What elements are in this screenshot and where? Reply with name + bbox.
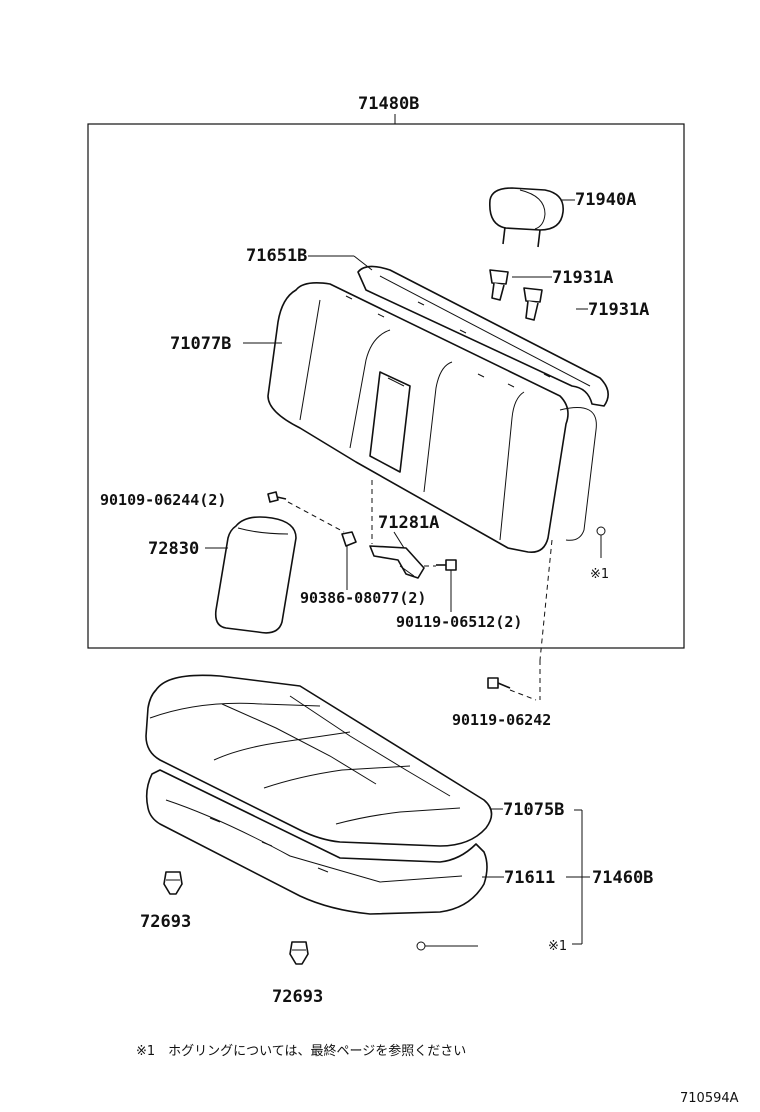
ring-mark-lower: ※1 bbox=[548, 939, 567, 954]
headrest-support-2[interactable] bbox=[523, 287, 543, 321]
bracket[interactable] bbox=[369, 545, 425, 579]
seatback-assembly-frame bbox=[87, 123, 685, 649]
seat-cushion-pad[interactable] bbox=[145, 769, 488, 915]
nut[interactable] bbox=[341, 531, 357, 547]
clip-2[interactable] bbox=[289, 941, 309, 965]
label-bolt-a[interactable]: 90109-06244(2) bbox=[100, 491, 226, 509]
label-cushion-pad[interactable]: 71611 bbox=[504, 868, 555, 888]
label-cushion-cover[interactable]: 71075B bbox=[503, 800, 564, 820]
label-bracket[interactable]: 71281A bbox=[378, 513, 439, 533]
label-clip-1[interactable]: 72693 bbox=[140, 912, 191, 932]
label-assembly-top[interactable]: 71480B bbox=[358, 94, 419, 114]
bolt-c[interactable] bbox=[487, 677, 511, 689]
bolt-a[interactable] bbox=[267, 491, 287, 503]
drawing-code: 710594A bbox=[680, 1091, 739, 1106]
footnote: ※1 ホグリングについては、最終ページを参照ください bbox=[136, 1043, 466, 1059]
ring-mark-upper: ※1 bbox=[590, 567, 609, 582]
label-clip-2[interactable]: 72693 bbox=[272, 987, 323, 1007]
label-headrest[interactable]: 71940A bbox=[575, 190, 636, 210]
seatback-pad[interactable] bbox=[267, 282, 597, 554]
label-nut[interactable]: 90386-08077(2) bbox=[300, 589, 426, 607]
hog-ring-lower[interactable] bbox=[416, 941, 478, 951]
headrest[interactable] bbox=[488, 187, 564, 248]
bolt-b[interactable] bbox=[436, 559, 457, 571]
clip-1[interactable] bbox=[163, 871, 183, 895]
seatback-cover[interactable] bbox=[357, 265, 609, 407]
headrest-support-1[interactable] bbox=[489, 269, 509, 301]
label-bolt-b[interactable]: 90119-06512(2) bbox=[396, 613, 522, 631]
label-bolt-c[interactable]: 90119-06242 bbox=[452, 711, 551, 729]
seat-cushion-cover[interactable] bbox=[145, 674, 493, 847]
hog-ring-upper[interactable] bbox=[596, 526, 606, 558]
label-support-1[interactable]: 71931A bbox=[552, 268, 613, 288]
label-armrest[interactable]: 72830 bbox=[148, 539, 199, 559]
label-cushion-assembly[interactable]: 71460B bbox=[592, 868, 653, 888]
label-support-2[interactable]: 71931A bbox=[588, 300, 649, 320]
armrest[interactable] bbox=[214, 516, 297, 634]
label-back-pad[interactable]: 71077B bbox=[170, 334, 231, 354]
label-cover-top[interactable]: 71651B bbox=[246, 246, 307, 266]
